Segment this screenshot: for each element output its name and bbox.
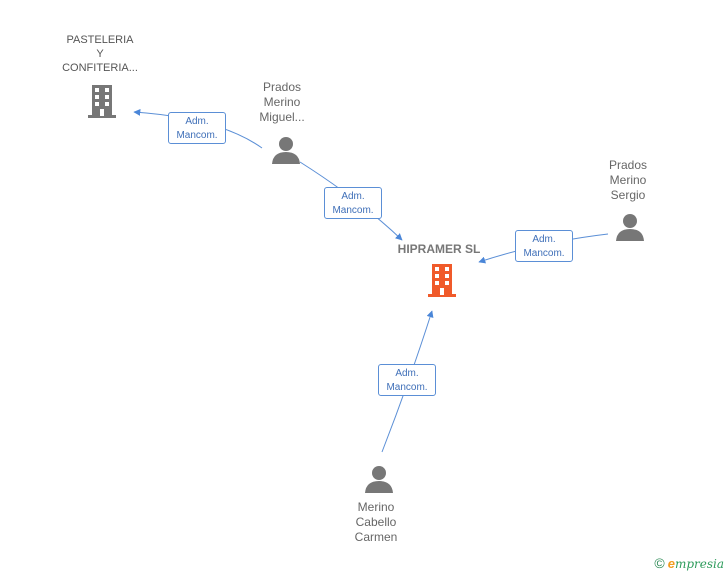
- edge-label-carmen-hipramer[interactable]: Adm. Mancom.: [378, 364, 436, 396]
- edge-label-miguel-pasteleria[interactable]: Adm. Mancom.: [168, 112, 226, 144]
- edge-label-line1: Adm.: [341, 191, 365, 202]
- edge-label-miguel-hipramer[interactable]: Adm. Mancom.: [324, 187, 382, 219]
- node-prados-sergio-line2: Merino: [609, 173, 647, 187]
- building-icon[interactable]: [86, 84, 118, 118]
- brand-logo-text: mpresia: [674, 557, 724, 571]
- edge-label-line1: Adm.: [532, 234, 556, 245]
- edge-label-line2: Mancom.: [523, 248, 565, 259]
- person-icon[interactable]: [271, 136, 301, 164]
- node-prados-miguel-line2: Merino: [263, 95, 301, 109]
- node-pasteleria-label[interactable]: PASTELERIA Y CONFITERIA...: [48, 33, 152, 75]
- node-merino-carmen-line1: Merino: [357, 500, 395, 514]
- node-prados-miguel-line3: Miguel...: [259, 110, 305, 124]
- edge-label-sergio-hipramer[interactable]: Adm. Mancom.: [515, 230, 573, 262]
- node-prados-sergio-label[interactable]: Prados Merino Sergio: [592, 158, 664, 203]
- edge-label-line2: Mancom.: [176, 130, 218, 141]
- node-merino-carmen-label[interactable]: Merino Cabello Carmen: [340, 500, 412, 545]
- node-pasteleria-line1: PASTELERIA: [66, 34, 134, 46]
- person-icon[interactable]: [615, 213, 645, 241]
- edge-label-line1: Adm.: [395, 368, 419, 379]
- node-prados-miguel-label[interactable]: Prados Merino Miguel...: [246, 80, 318, 125]
- node-merino-carmen-line2: Cabello: [355, 515, 397, 529]
- copyright-icon: ©: [654, 555, 665, 571]
- edge-label-line2: Mancom.: [386, 382, 428, 393]
- brand-logo-e: e: [667, 556, 675, 571]
- building-icon[interactable]: [426, 263, 458, 297]
- node-hipramer-label[interactable]: HIPRAMER SL: [397, 242, 481, 256]
- edge-label-line2: Mancom.: [332, 205, 374, 216]
- node-pasteleria-line2: Y: [96, 48, 104, 60]
- node-prados-miguel-line1: Prados: [262, 80, 302, 94]
- person-icon[interactable]: [364, 465, 394, 493]
- node-prados-sergio-line1: Prados: [608, 158, 648, 172]
- node-merino-carmen-line3: Carmen: [354, 530, 398, 544]
- brand-footer: ©empresia: [654, 555, 724, 571]
- node-prados-sergio-line3: Sergio: [610, 188, 646, 202]
- edge-label-line1: Adm.: [185, 116, 209, 127]
- node-pasteleria-line3: CONFITERIA...: [62, 62, 138, 74]
